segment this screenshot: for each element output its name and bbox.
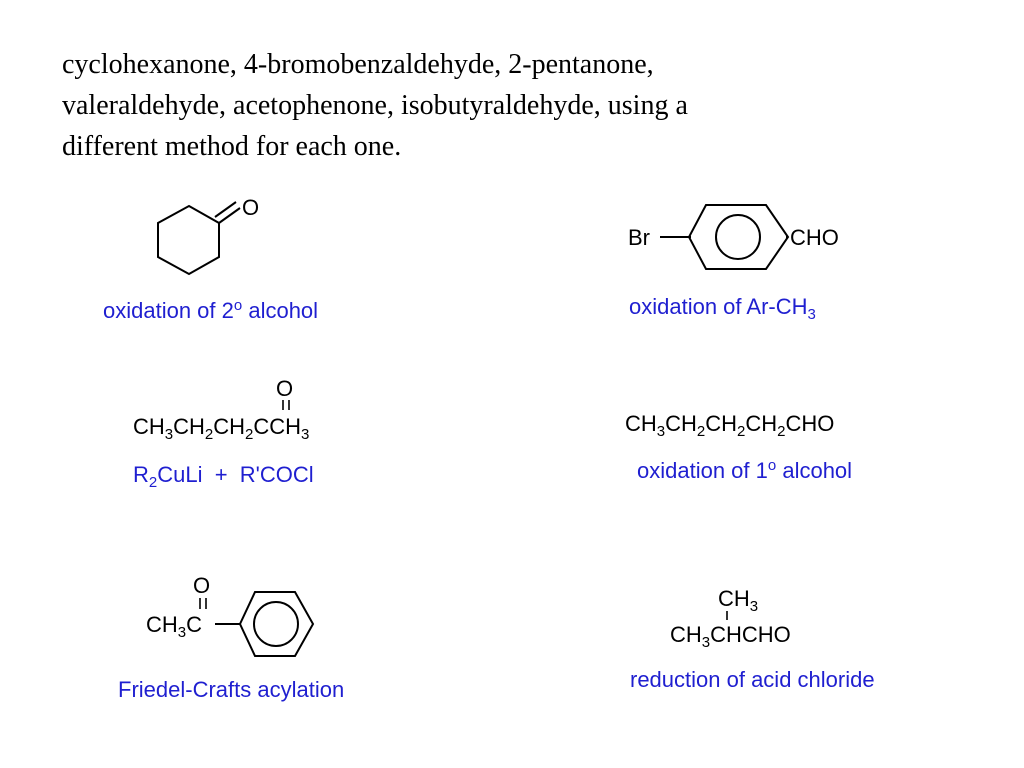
superscript: o: [767, 457, 777, 474]
superscript: o: [233, 297, 243, 314]
formula-part: CH: [670, 622, 702, 647]
pentanone-formula: CH3CH2CH2CCH3: [133, 414, 310, 443]
formula-part: CH: [146, 612, 178, 637]
benzene-ring-2: [238, 591, 315, 657]
formula-part: CH: [213, 414, 246, 439]
formula-part: CH: [133, 414, 165, 439]
aromatic-circle-1: [715, 214, 761, 260]
isobutyraldehyde-method: reduction of acid chloride: [630, 667, 875, 692]
subscript: 3: [301, 426, 310, 443]
method-text: alcohol: [776, 458, 853, 483]
carbonyl-bond-a: [218, 207, 241, 224]
valeraldehyde-formula: CH3CH2CH2CH2CHO: [625, 411, 835, 440]
formula-part: CH: [718, 586, 750, 611]
carbonyl-bond-b: [214, 201, 237, 218]
bromobenzaldehyde-method: oxidation of Ar-CH3: [629, 294, 816, 323]
subscript: 3: [656, 423, 666, 440]
formula-part: C: [186, 612, 203, 637]
acetophenone-method: Friedel-Crafts acylation: [118, 677, 345, 702]
acetophenone-double-bond: [199, 598, 207, 609]
formula-part: CH: [625, 411, 657, 436]
question-line-3: different method for each one.: [62, 131, 402, 162]
subscript: 3: [701, 634, 711, 651]
bromine-atom: Br: [628, 225, 650, 250]
acetophenone-ring: [215, 591, 315, 657]
subscript: 2: [204, 426, 214, 443]
isobutyraldehyde-formula: CH3CHCHO: [670, 622, 791, 651]
acetophenone-oxygen: O: [193, 573, 210, 598]
aromatic-circle-2: [253, 601, 299, 647]
cyclohexanone-oxygen: O: [242, 195, 259, 220]
method-text: CuLi + R'COCl: [157, 462, 314, 487]
subscript: 3: [164, 426, 174, 443]
formula-part: CH: [173, 414, 205, 439]
question-line-1: cyclohexanone, 4-bromobenzaldehyde, 2-pe…: [62, 49, 654, 80]
question-line-2: valeraldehyde, acetophenone, isobutyrald…: [62, 90, 688, 121]
isobutyraldehyde-branch: CH3: [718, 586, 759, 615]
method-text: R: [133, 462, 149, 487]
formula-part: CHO: [785, 411, 835, 436]
subscript: 3: [177, 624, 187, 641]
method-text: alcohol: [242, 298, 319, 323]
valeraldehyde-method: oxidation of 1o alcohol: [637, 458, 852, 484]
cyclohexanone-structure: [157, 201, 241, 276]
bromobenzaldehyde-structure: [660, 204, 790, 270]
subscript: 2: [696, 423, 706, 440]
cyclohexane-ring: [157, 204, 220, 276]
method-text: oxidation of Ar-CH: [629, 294, 808, 319]
pentanone-double-bond: [282, 400, 290, 410]
subscript: 2: [737, 423, 746, 440]
subscript: 2: [245, 426, 254, 443]
formula-part: CCH: [253, 414, 302, 439]
formula-part: CH: [745, 411, 778, 436]
subscript: 2: [148, 474, 158, 491]
subscript: 3: [807, 306, 816, 323]
subscript: 2: [777, 423, 786, 440]
pentanone-oxygen: O: [276, 376, 293, 401]
pentanone-method: R2CuLi + R'COCl: [133, 462, 314, 491]
acetophenone-formula: CH3C: [146, 612, 203, 641]
formula-part: CH: [665, 411, 697, 436]
cyclohexanone-method: oxidation of 2o alcohol: [103, 298, 318, 324]
benzene-ring-1: [687, 204, 790, 270]
formula-part: CH: [705, 411, 738, 436]
question-text: cyclohexanone, 4-bromobenzaldehyde, 2-pe…: [62, 44, 962, 167]
formula-part: CHCHO: [710, 622, 791, 647]
method-text: oxidation of 1: [637, 458, 768, 483]
aldehyde-group: CHO: [790, 225, 839, 250]
method-text: oxidation of 2: [103, 298, 234, 323]
subscript: 3: [749, 598, 759, 615]
